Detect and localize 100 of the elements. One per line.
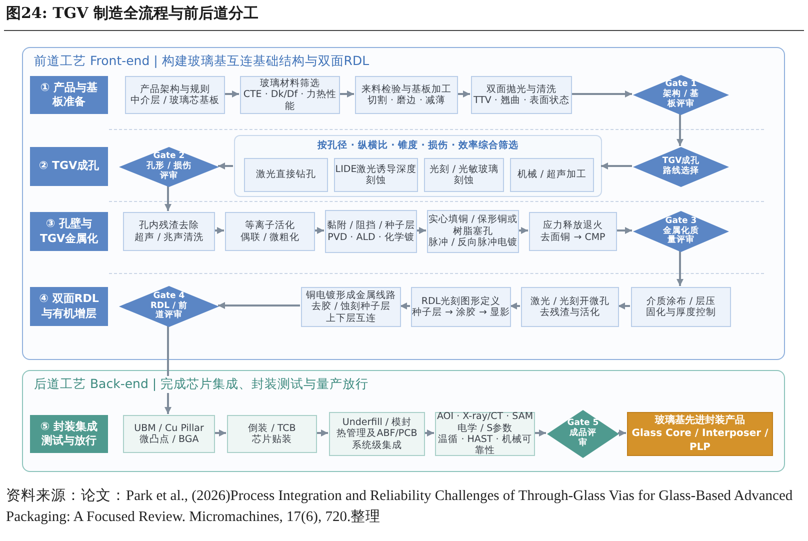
arrow (676, 251, 684, 286)
gate-label: TGV成孔路线选择 (661, 157, 701, 177)
process-box (329, 412, 425, 456)
arrow (218, 162, 233, 170)
arrow (224, 90, 239, 98)
step-detail: 超声 / 兆声清洗 (134, 232, 204, 243)
process-box (123, 415, 215, 453)
arrow (416, 227, 426, 234)
arrow (400, 302, 410, 310)
step-title: Underfill / 模封 (342, 416, 412, 428)
step-title: LIDE激光诱导深度刻蚀 (335, 164, 417, 186)
arrow (676, 114, 684, 146)
gate-label: 孔形 / 损伤评审 (146, 162, 192, 182)
step-title: 光刻 / 光敏玻璃刻蚀 (428, 164, 500, 186)
method-group-panel (234, 135, 602, 197)
stage-name: ③ 孔壁与TGV金属化 (38, 217, 100, 246)
product-text: Glass Core / Interposer / PLP (630, 427, 770, 454)
arrow (339, 90, 354, 98)
process-box (521, 287, 619, 327)
stage-label (30, 287, 108, 326)
arrow (314, 227, 324, 234)
step-title: 黏附 / 阻挡 / 种子层 (326, 220, 416, 232)
step-title: 激光 / 光刻开微孔 (530, 296, 610, 307)
process-box (631, 287, 731, 327)
step-detail: 去面铜 → CMP (540, 232, 606, 243)
stage-label (30, 415, 108, 453)
figure-title: 图24: TGV 制造全流程与前后道分工 (6, 4, 258, 23)
decision-diamond (119, 286, 219, 327)
gate-label: Gate 5 (567, 419, 599, 428)
process-box (125, 76, 225, 114)
decision-diamond (633, 211, 729, 252)
arrow (618, 302, 630, 310)
arrow (616, 227, 632, 234)
gate-label: Gate 2 (153, 152, 185, 162)
step-title: AOI · X-ray/CT · SAM (436, 411, 534, 423)
stage-name: ⑤ 封装集成测试与放行 (39, 420, 99, 448)
step-detail: 偶联 / 微粗化 (240, 232, 300, 243)
step-title: 双面抛光与清洗 (486, 84, 556, 95)
process-box (529, 212, 617, 251)
product-box (627, 412, 773, 456)
step-detail: 系统级集成 (352, 440, 402, 452)
section-panel (22, 370, 785, 472)
step-detail: CTE · Dk/Df · 力热性能 (242, 89, 338, 112)
stage-name: ② TGV成孔 (38, 159, 100, 174)
step-title: 倒装 / TCB (248, 422, 296, 434)
stage-label (30, 76, 108, 114)
step-detail: 热管理及ABF/PCB (336, 428, 418, 440)
step-detail: 中介层 / 玻璃芯基板 (130, 95, 220, 106)
step-detail: 固化与厚度控制 (646, 307, 716, 318)
gate-label: Gate 1 (665, 80, 697, 90)
section-title: 后道工艺 Back-end | 完成芯片集成、封装测试与量产放行 (32, 376, 371, 393)
arrow (571, 90, 632, 98)
process-box (510, 158, 594, 192)
step-detail: PVD · ALD · 化学镀 (328, 232, 414, 243)
decision-diamond (633, 147, 729, 187)
process-box (225, 212, 315, 251)
step-detail: 去残渣与活化 (540, 307, 600, 318)
arrow (457, 90, 470, 98)
arrow (164, 186, 172, 211)
process-box (244, 158, 328, 192)
decision-diamond (119, 147, 219, 187)
arrow (214, 430, 226, 436)
product-text: 玻璃基先进封装产品 (655, 414, 745, 428)
source-note: 资料来源：论文：Park et al., (2026)Process Integration and Reliability Challenges of Through-Glass Vias for Glass-Based Advanced Packaging: A Focused Review. Micromachines, 17(6), 720.整理 (6, 487, 794, 528)
step-title: 激光直接钻孔 (256, 169, 316, 181)
decision-diamond (633, 75, 729, 115)
process-box (427, 210, 519, 253)
arrow (424, 430, 434, 436)
arrow (218, 302, 300, 309)
step-detail: 去胶 / 蚀刻种子层 (311, 301, 391, 313)
step-detail: 温循 · HAST · 机械可靠性 (437, 434, 533, 457)
step-detail: 上下层互连 (326, 312, 376, 324)
arrow (316, 430, 328, 436)
gate-label: 架构 / 基板评审 (662, 90, 700, 110)
process-box (424, 158, 504, 192)
arrow (534, 430, 546, 436)
process-box (123, 212, 215, 251)
step-detail: 芯片贴装 (252, 434, 292, 446)
gate-label: RDL / 前道评审 (149, 302, 189, 322)
step-title: 实心填铜 / 保形铜或树脂塞孔 (428, 214, 518, 237)
process-box (411, 287, 511, 327)
step-title: 应力释放退火 (543, 220, 603, 232)
step-title: 孔内残渣去除 (139, 220, 199, 232)
section-panel (22, 47, 785, 360)
stage-label (30, 212, 108, 251)
gate-label: 成品评审 (568, 429, 598, 449)
step-title: 铜电镀形成金属线路 (306, 290, 396, 301)
step-title: 来料检验与基板加工 (362, 84, 452, 95)
group-title: 按孔径 · 纵横比 · 锥度 · 损伤 · 效率综合筛选 (316, 139, 520, 152)
arrow (601, 162, 632, 170)
gate-label: 金属化质量评审 (662, 226, 700, 246)
arrow (518, 227, 528, 234)
step-detail: TTV · 翘曲 · 表面状态 (473, 95, 570, 106)
stage-label (30, 147, 108, 186)
arrow (214, 227, 224, 234)
decision-diamond (547, 410, 619, 458)
step-detail: 切割 · 磨边 · 减薄 (367, 95, 446, 106)
step-title: 机械 / 超声加工 (517, 169, 587, 181)
arrow (618, 430, 626, 436)
gate-label: Gate 3 (665, 216, 697, 226)
